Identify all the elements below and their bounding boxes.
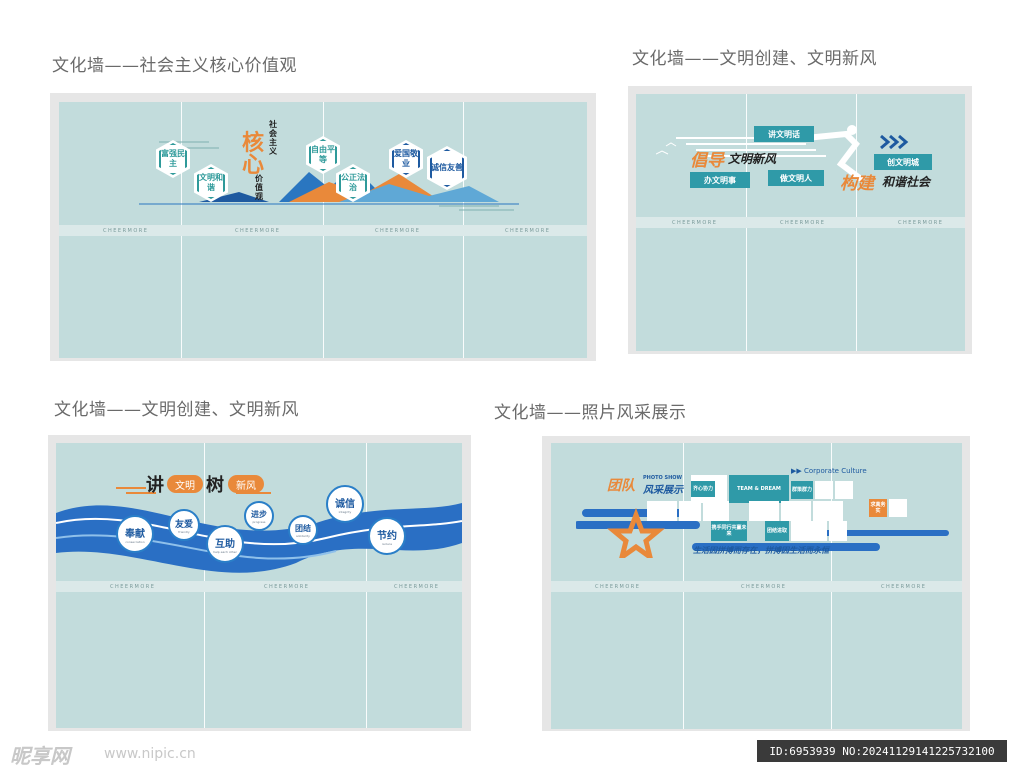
corporate-label: ▶▶ Corporate Culture (791, 467, 867, 475)
blue-box: 齐心协力 (691, 481, 715, 497)
panel4-title: 文化墙——照片风采展示 (494, 403, 687, 423)
speed-lines-graphic (656, 125, 909, 182)
photo-slot (703, 501, 729, 521)
brand-text: CHEERMORE (394, 584, 440, 590)
brand-text: CHEERMORE (235, 228, 281, 234)
photo-show-label: PHOTO SHOW (643, 475, 683, 481)
slogan-dark: 和谐社会 (882, 175, 931, 189)
brand-text: CHEERMORE (375, 228, 421, 234)
brand-text: CHEERMORE (110, 584, 156, 590)
photo-slot (829, 521, 847, 541)
tag-label: 做文明人 (768, 170, 824, 186)
brand-text: CHEERMORE (898, 220, 944, 226)
photo-slot (647, 501, 677, 521)
tag-label: 讲文明话 (754, 126, 814, 142)
headline-char: 树 (206, 475, 224, 496)
team-title: 团队 (607, 478, 635, 494)
panel4-wall: CHEERMORE CHEERMORE CHEERMORE 团队 PHOTO S… (551, 443, 962, 729)
heading-small: 社会主义 (269, 120, 277, 156)
image-id-label: ID:6953939 NO:20241129141225732100 (757, 740, 1007, 762)
photo-slot (781, 501, 811, 521)
blue-box: 群策群力 (791, 481, 813, 499)
tag-label: 创文明城 (874, 154, 932, 170)
slogan-dark: 文明新风 (728, 152, 777, 166)
blue-box: 携手同行共赢未来 (711, 521, 747, 541)
site-url: www.nipic.cn (104, 746, 196, 762)
photo-slot (889, 499, 907, 517)
photo-slot (815, 481, 833, 499)
photo-slot (791, 521, 827, 541)
headline-pill: 文明 (167, 475, 203, 493)
style-show-label: 风采展示 (643, 485, 683, 496)
brand-text: CHEERMORE (672, 220, 718, 226)
brand-text: CHEERMORE (741, 584, 787, 590)
panel3-title: 文化墙——文明创建、文明新风 (54, 400, 299, 420)
blue-box: 团结进取 (765, 521, 789, 541)
slogan-orange: 构建 (840, 174, 874, 194)
site-logo: 昵享网 (10, 744, 70, 768)
orange-box: 求真务实 (869, 499, 887, 517)
photo-slot (679, 501, 701, 521)
tag-label: 办文明事 (690, 172, 750, 188)
team-dream-box: TEAM & DREAM (729, 475, 789, 503)
panel2-wall: CHEERMORE CHEERMORE CHEERMORE 倡导 文明新风 构建… (636, 94, 965, 351)
brand-text: CHEERMORE (780, 220, 826, 226)
panel1-title: 文化墙——社会主义核心价值观 (52, 56, 297, 76)
brand-text: CHEERMORE (264, 584, 310, 590)
brand-text: CHEERMORE (881, 584, 927, 590)
panel2-title: 文化墙——文明创建、文明新风 (632, 49, 877, 69)
heading-bottom: 价值观 (255, 174, 263, 201)
slogan-orange: 倡导 (690, 151, 724, 171)
motto-text: 生活因拼搏而存在，拼搏因生活而永恒 (693, 546, 829, 555)
headline-pill: 新风 (228, 475, 264, 493)
brand-text: CHEERMORE (505, 228, 551, 234)
photo-slot (835, 481, 853, 499)
panel1-wall: CHEERMORE CHEERMORE CHEERMORE CHEERMORE … (59, 102, 587, 358)
photo-slot (749, 501, 779, 521)
brand-text: CHEERMORE (595, 584, 641, 590)
panel3-wall: CHEERMORE CHEERMORE CHEERMORE 讲 文明 树 新风 … (56, 443, 462, 728)
headline-char: 讲 (146, 475, 164, 496)
brand-text: CHEERMORE (103, 228, 149, 234)
heading-big: 核心 (242, 130, 265, 178)
photo-slot (813, 501, 843, 521)
